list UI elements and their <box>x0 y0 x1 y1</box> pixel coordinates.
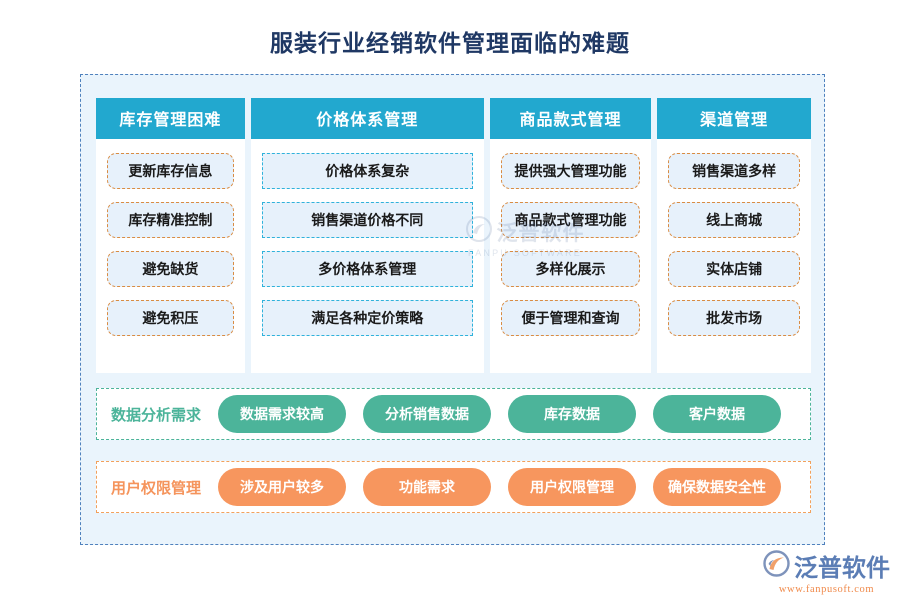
columns-row: 库存管理困难 更新库存信息 库存精准控制 避免缺货 避免积压 价格体系管理 价格… <box>96 98 811 373</box>
infographic-panel: 库存管理困难 更新库存信息 库存精准控制 避免缺货 避免积压 价格体系管理 价格… <box>80 74 825 545</box>
column-items-style: 提供强大管理功能 商品款式管理功能 多样化展示 便于管理和查询 <box>490 139 652 373</box>
item-box[interactable]: 销售渠道价格不同 <box>261 202 473 238</box>
item-box[interactable]: 满足各种定价策略 <box>261 300 473 336</box>
tag-pill[interactable]: 数据需求较高 <box>218 395 347 433</box>
tag-pill[interactable]: 涉及用户较多 <box>218 468 347 506</box>
item-box[interactable]: 批发市场 <box>668 300 800 336</box>
column-card-inventory: 库存管理困难 更新库存信息 库存精准控制 避免缺货 避免积压 <box>96 98 245 373</box>
column-card-pricing: 价格体系管理 价格体系复杂 销售渠道价格不同 多价格体系管理 满足各种定价策略 <box>250 98 484 373</box>
item-box[interactable]: 更新库存信息 <box>107 153 234 189</box>
item-box[interactable]: 实体店铺 <box>668 251 800 287</box>
page-title: 服装行业经销软件管理面临的难题 <box>270 30 630 56</box>
item-box[interactable]: 避免缺货 <box>107 251 234 287</box>
tag-pill[interactable]: 库存数据 <box>508 395 637 433</box>
item-box[interactable]: 提供强大管理功能 <box>500 153 641 189</box>
column-header-style: 商品款式管理 <box>489 98 652 139</box>
logo-row: 泛普软件 <box>763 548 890 583</box>
item-box[interactable]: 库存精准控制 <box>107 202 234 238</box>
item-box[interactable]: 线上商城 <box>668 202 800 238</box>
band-label-data-analysis: 数据分析需求 <box>111 406 202 424</box>
logo-url[interactable]: www.fanpusoft.com <box>778 584 875 595</box>
fanpu-mark-icon <box>763 549 790 582</box>
column-header-channel: 渠道管理 <box>657 98 811 139</box>
band-data-analysis: 数据分析需求 数据需求较高 分析销售数据 库存数据 客户数据 <box>96 388 811 440</box>
tag-pill[interactable]: 分析销售数据 <box>363 395 492 433</box>
fanpu-logo[interactable]: 泛普软件 www.fanpusoft.com <box>763 548 890 595</box>
column-items-pricing: 价格体系复杂 销售渠道价格不同 多价格体系管理 满足各种定价策略 <box>251 139 484 373</box>
column-card-channel: 渠道管理 销售渠道多样 线上商城 实体店铺 批发市场 <box>657 98 811 373</box>
column-card-style: 商品款式管理 提供强大管理功能 商品款式管理功能 多样化展示 便于管理和查询 <box>489 98 652 373</box>
item-box[interactable]: 价格体系复杂 <box>261 153 473 189</box>
column-header-inventory: 库存管理困难 <box>96 98 245 139</box>
item-box[interactable]: 多价格体系管理 <box>261 251 473 287</box>
column-items-inventory: 更新库存信息 库存精准控制 避免缺货 避免积压 <box>96 139 245 373</box>
tag-pill[interactable]: 客户数据 <box>653 395 782 433</box>
item-box[interactable]: 多样化展示 <box>500 251 641 287</box>
tag-pill[interactable]: 用户权限管理 <box>508 468 637 506</box>
tag-pill[interactable]: 功能需求 <box>363 468 492 506</box>
item-box[interactable]: 避免积压 <box>107 300 234 336</box>
logo-text: 泛普软件 <box>794 555 890 582</box>
item-box[interactable]: 商品款式管理功能 <box>500 202 641 238</box>
band-label-user-permission: 用户权限管理 <box>111 479 202 497</box>
band-user-permission: 用户权限管理 涉及用户较多 功能需求 用户权限管理 确保数据安全性 <box>96 461 811 513</box>
column-header-pricing: 价格体系管理 <box>250 98 484 139</box>
tag-pill[interactable]: 确保数据安全性 <box>653 468 782 506</box>
item-box[interactable]: 便于管理和查询 <box>500 300 641 336</box>
column-items-channel: 销售渠道多样 线上商城 实体店铺 批发市场 <box>657 139 811 373</box>
item-box[interactable]: 销售渠道多样 <box>668 153 800 189</box>
